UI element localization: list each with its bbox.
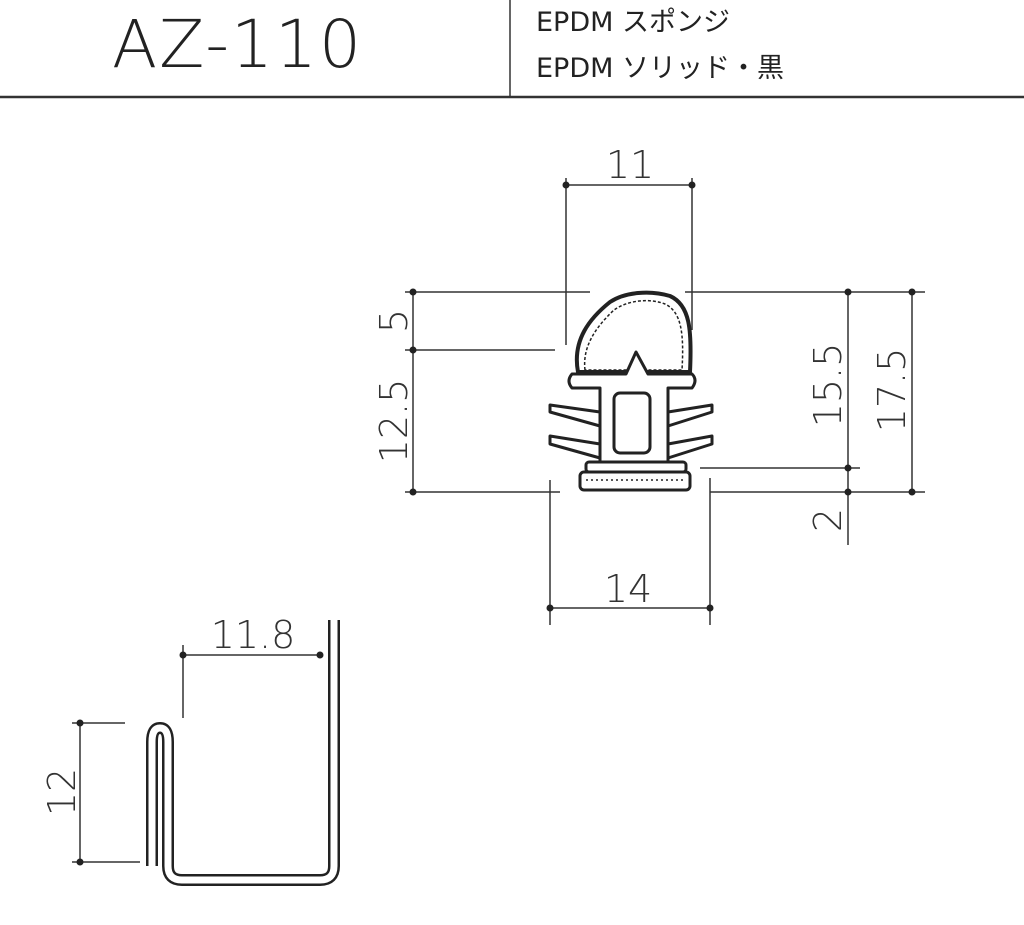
dim-bulb-height: 5 xyxy=(372,309,416,333)
dim-channel-width: 11.8 xyxy=(211,613,296,657)
dim-height-to-base: 15.5 xyxy=(806,343,850,428)
seal-profile xyxy=(548,290,714,492)
material-solid: EPDM ソリッド・黒 xyxy=(536,53,785,84)
material-sponge: EPDM スポンジ xyxy=(536,7,731,38)
dim-total-height: 17.5 xyxy=(870,348,914,433)
dim-base-width: 14 xyxy=(604,567,652,611)
model-title: AZ-110 xyxy=(112,6,363,83)
dim-base-thickness: 2 xyxy=(806,508,850,532)
dim-top-width: 11 xyxy=(606,143,654,187)
dim-body-height: 12.5 xyxy=(372,379,416,464)
dim-lip-height: 12 xyxy=(40,768,84,816)
channel-profile xyxy=(146,620,340,886)
